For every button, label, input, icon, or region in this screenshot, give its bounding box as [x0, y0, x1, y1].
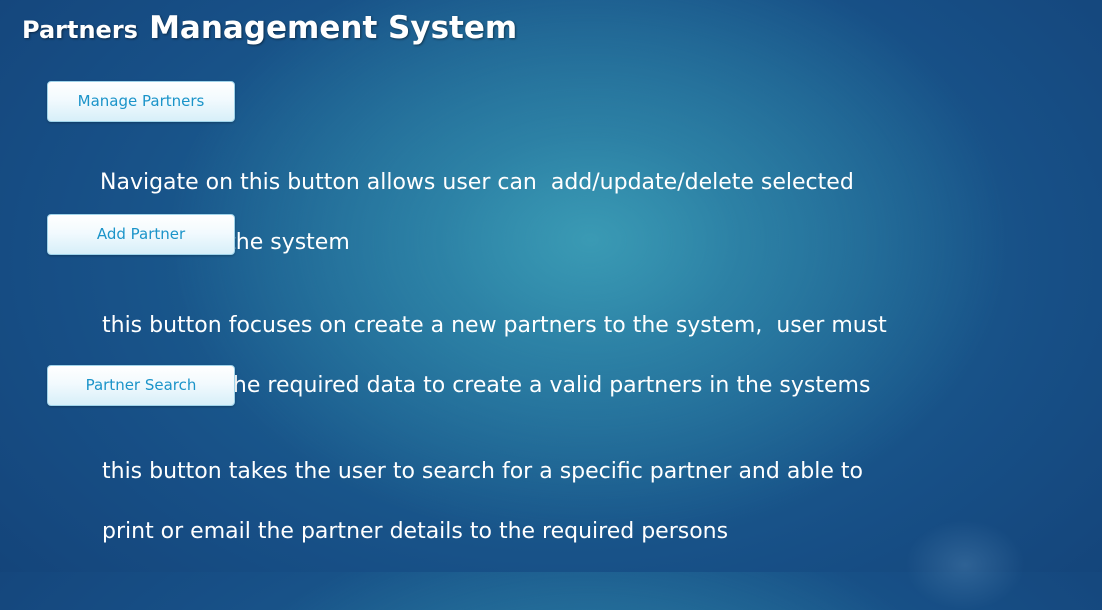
partner-search-description: this button takes the user to search for…	[88, 427, 988, 547]
add-partner-button[interactable]: Add Partner	[47, 214, 235, 255]
add-partner-description-line1: this button focuses on create a new part…	[102, 313, 887, 338]
partner-search-description-line2: print or email the partner details to th…	[102, 519, 729, 544]
page-title-part2: Management System	[149, 10, 518, 46]
partner-search-description-line1: this button takes the user to search for…	[102, 459, 863, 484]
manage-partners-description-line1: Navigate on this button allows user can …	[100, 170, 854, 195]
partner-search-button[interactable]: Partner Search	[47, 365, 235, 406]
manage-partners-button[interactable]: Manage Partners	[47, 81, 235, 122]
manage-partners-description: Navigate on this button allows user can …	[86, 138, 986, 258]
page-title: Partners Management System	[22, 8, 517, 46]
page-title-part1: Partners	[22, 16, 138, 44]
